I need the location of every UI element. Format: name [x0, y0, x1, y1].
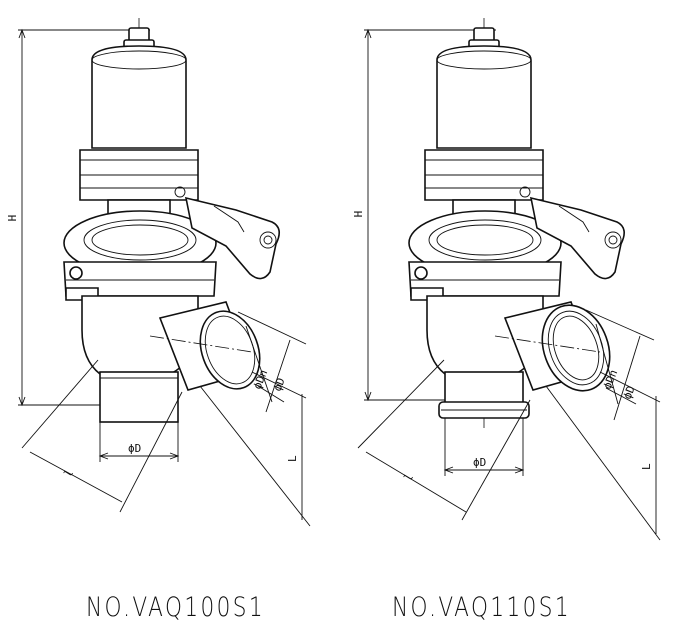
- height-label: H: [352, 211, 365, 218]
- length-l-label: l: [62, 467, 77, 480]
- length-l-label: l: [402, 471, 417, 484]
- length-L-dimension: L: [545, 371, 661, 541]
- length-L-label: L: [286, 455, 299, 462]
- bottom-diameter-label: ϕD: [473, 456, 486, 469]
- side-diameter-label: ϕD: [271, 376, 288, 393]
- length-L-label: L: [640, 463, 653, 470]
- valve-vaq110s1-drawing: H: [352, 18, 661, 541]
- valve-vaq100s1-drawing: H: [6, 18, 311, 527]
- model-number-right: NO.VAQ110S1: [392, 592, 572, 623]
- bottom-diameter-dimension: ϕD: [443, 418, 525, 476]
- height-label: H: [6, 215, 19, 222]
- model-number-left: NO.VAQ100S1: [86, 592, 266, 623]
- length-L-dimension: L: [199, 371, 311, 527]
- bottom-diameter-label: ϕD: [128, 442, 141, 455]
- bottom-diameter-dimension: ϕD: [98, 422, 180, 462]
- height-dimension: H: [6, 28, 150, 407]
